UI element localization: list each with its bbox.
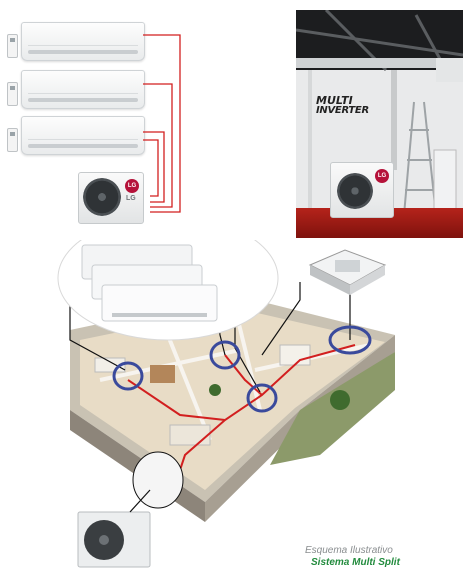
fan-icon: [83, 178, 121, 216]
caption-esquema: Esquema Ilustrativo: [305, 545, 393, 556]
indoor-unit-2: [21, 70, 145, 109]
wall-title-line2: INVERTER: [316, 105, 369, 116]
remote-control-icon: [7, 82, 18, 106]
house-cutaway-illustration: [57, 240, 395, 568]
wall-title-line1: MULTI: [316, 94, 353, 107]
outdoor-unit: LG LG: [78, 172, 144, 224]
multi-inverter-wall-title: MULTI INVERTER: [316, 94, 369, 116]
showroom-photo: MULTI INVERTER LG: [296, 10, 463, 238]
refrigerant-pipes: [143, 34, 181, 213]
fan-icon: [337, 173, 373, 209]
ceiling-pipes: [296, 10, 463, 216]
remote-control-icon: [7, 128, 18, 152]
caption-sistema: Sistema Multi Split: [311, 557, 400, 568]
remote-control-icon: [7, 34, 18, 58]
indoor-unit-3: [21, 116, 145, 155]
indoor-unit-1: [21, 22, 145, 61]
lg-logo: LG: [375, 169, 389, 183]
brand-label: LG: [126, 195, 136, 202]
showroom-outdoor-unit: LG: [330, 162, 394, 218]
lg-logo: LG: [125, 179, 139, 193]
